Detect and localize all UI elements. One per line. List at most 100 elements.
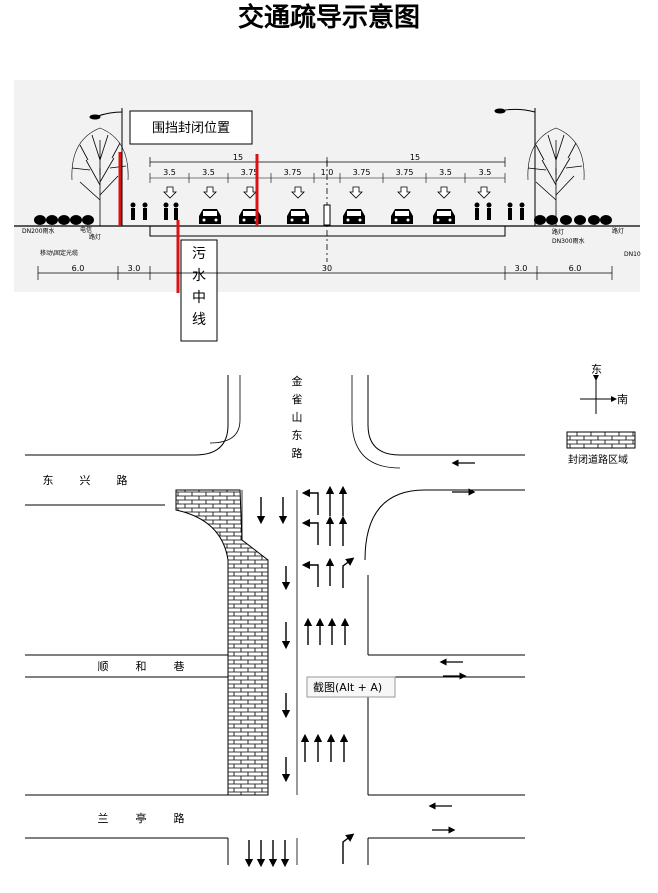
- shrub-icon: [560, 215, 572, 225]
- road-name-lanting: 兰 亭 路: [98, 811, 185, 825]
- pedestrian-icon: [130, 202, 136, 220]
- tree-left-icon: [71, 127, 129, 226]
- right-small-label: 路灯: [612, 227, 624, 235]
- pedestrian-icon: [519, 202, 525, 220]
- left-turn-arrow-icon: [301, 488, 319, 515]
- page-title: 交通疏导示意图: [237, 3, 420, 33]
- car-icon: [433, 209, 455, 224]
- lane-width-label: 3.75: [353, 168, 371, 177]
- shrub-icon: [46, 215, 58, 225]
- shrub-icon: [546, 215, 558, 225]
- road-shunhe-char-3: 巷: [174, 660, 185, 673]
- shrub-icon: [58, 215, 70, 225]
- curb-nw: [209, 375, 241, 444]
- lane-width-label: 3.75: [396, 168, 414, 177]
- car-icon: [287, 209, 309, 224]
- side-road-arrows: [428, 459, 476, 834]
- streetlight-right-label: 路灯: [552, 228, 564, 236]
- road-north-char-2: 雀: [292, 393, 303, 406]
- lane-width-label: 1.0: [321, 168, 334, 177]
- callout-barrier-text: 围挡封闭位置: [152, 121, 230, 136]
- dim-3-right: 3.0: [515, 264, 528, 273]
- legend-swatch: [566, 431, 636, 449]
- telecom-label: 电信: [80, 226, 92, 234]
- road-dongxing-char-2: 兴: [80, 474, 91, 487]
- dim-6-left: 6.0: [72, 264, 85, 273]
- road-dongxing-char-3: 路: [117, 474, 128, 487]
- road-shunhe-char-2: 和: [136, 660, 147, 673]
- compass-south-label: 南: [617, 393, 628, 406]
- down-arrow-icon: [163, 186, 177, 199]
- lane-width-label: 3.5: [202, 168, 215, 177]
- road-lanting-char-3: 路: [174, 812, 185, 825]
- pedestrian-icon: [163, 202, 169, 220]
- cable-label: 移动\固定光缆: [40, 249, 78, 257]
- dim-6-right: 6.0: [569, 264, 582, 273]
- compass-icon: [580, 375, 617, 414]
- callout-sewer-char-1: 污: [192, 246, 206, 262]
- top-dimension: 15 15: [149, 153, 506, 167]
- shrubs: [34, 215, 612, 225]
- pipe-right-label: DN300雨水: [552, 237, 585, 245]
- pipe-left-label: DN200雨水: [22, 227, 55, 235]
- callout-sewer-char-2: 水: [192, 268, 206, 284]
- road-edge-se-curve: [364, 489, 525, 561]
- road-edge-ne: [367, 375, 525, 456]
- road-name-shunhe: 顺 和 巷: [98, 660, 185, 673]
- down-arrow-icon: [397, 186, 411, 199]
- compass-east-label: 东: [591, 363, 602, 376]
- bottom-dimension: 6.0 3.0 30 3.0 6.0: [37, 264, 613, 280]
- shrub-icon: [574, 215, 586, 225]
- pedestrian-icon: [142, 202, 148, 220]
- road-lanting-char-1: 兰: [98, 812, 109, 825]
- down-arrow-icon: [437, 186, 451, 199]
- shrub-icon: [600, 215, 612, 225]
- pipe-right-edge-label: DN10: [624, 251, 641, 258]
- road-north-char-1: 金: [292, 374, 303, 388]
- road-shunhe-char-1: 顺: [98, 660, 109, 673]
- lane-width-label: 3.5: [479, 168, 492, 177]
- closed-road-area: [175, 489, 269, 796]
- road-north-char-5: 路: [292, 447, 303, 460]
- pedestrian-icon: [173, 202, 179, 220]
- road-name-dongxing: 东 兴 路: [43, 474, 128, 487]
- callout-sewer-char-4: 线: [192, 312, 206, 328]
- road-slab: [149, 226, 506, 237]
- pedestrian-icon: [474, 202, 480, 220]
- down-arrow-icon: [291, 186, 305, 199]
- lane-width-label: 3.5: [439, 168, 452, 177]
- shrub-icon: [82, 215, 94, 225]
- streetlight-left-label: 路灯: [89, 233, 101, 241]
- screenshot-tooltip: 截图(Alt + A): [306, 676, 396, 698]
- shrub-icon: [34, 215, 46, 225]
- streetlight-left-icon: [89, 108, 123, 226]
- road-north-char-3: 山: [292, 411, 303, 424]
- curb-ne: [351, 375, 401, 469]
- down-arrow-icon: [203, 186, 217, 199]
- callout-barrier: 围挡封闭位置: [129, 110, 253, 145]
- median-post: [323, 204, 331, 226]
- left-turn-arrow-icon: [301, 560, 319, 587]
- half-width-right: 15: [410, 153, 420, 162]
- down-arrow-icon: [349, 186, 363, 199]
- shrub-icon: [588, 215, 600, 225]
- down-arrow-icon: [243, 186, 257, 199]
- road-edge-nw: [25, 375, 229, 456]
- shrub-icon: [70, 215, 82, 225]
- car-icon: [343, 209, 365, 224]
- lane-width-label: 3.75: [284, 168, 302, 177]
- pedestrian-icon: [507, 202, 513, 220]
- road-name-north: 金 雀 山 东 路: [292, 374, 303, 460]
- plan-lane-arrows: [244, 485, 355, 868]
- legend-label: 封闭道路区域: [568, 453, 628, 466]
- half-width-left: 15: [233, 153, 243, 162]
- road-north-char-4: 东: [292, 429, 303, 442]
- streetlight-right-icon: [494, 108, 536, 226]
- car-icon: [199, 209, 221, 224]
- lane-width-label: 3.5: [163, 168, 176, 177]
- plan-view: [25, 375, 525, 865]
- pedestrian-icon: [486, 202, 492, 220]
